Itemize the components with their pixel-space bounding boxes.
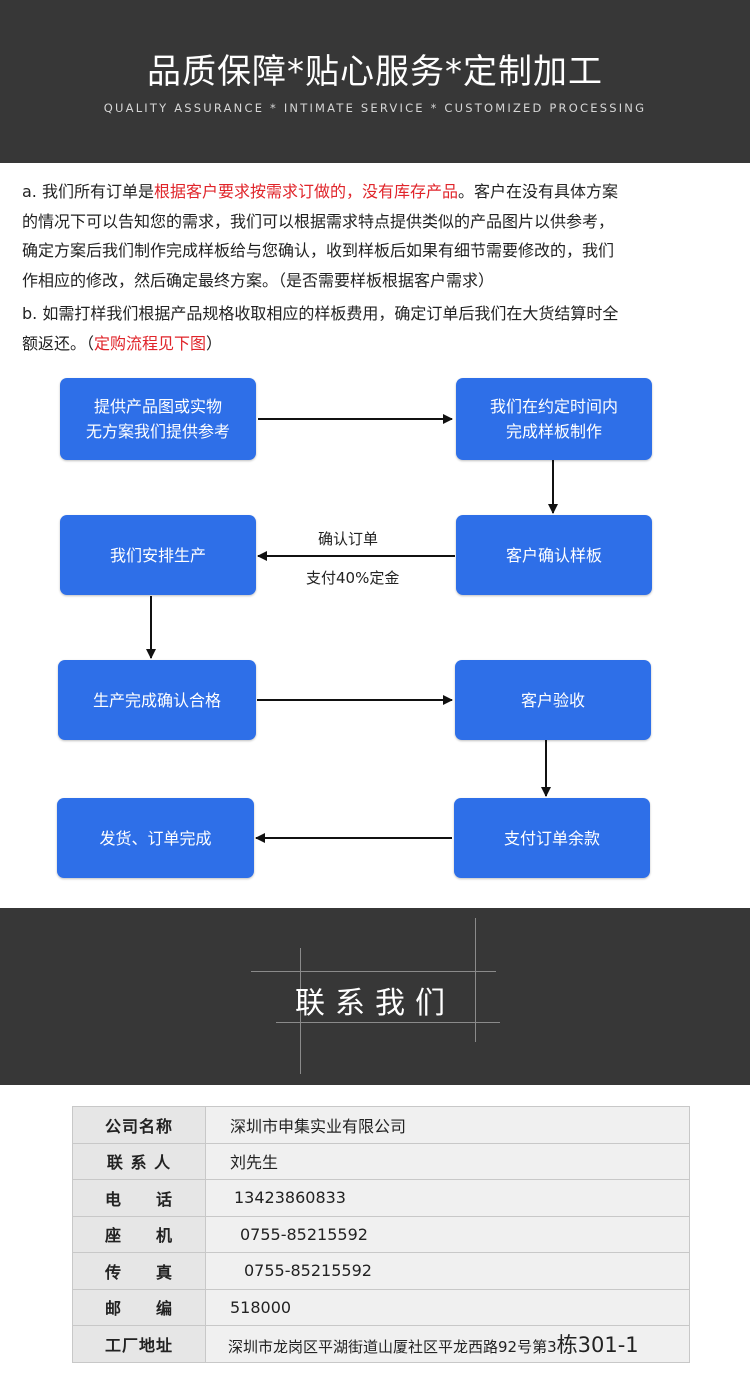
postcode-value: 518000: [205, 1288, 690, 1326]
intro-b-highlight: 定购流程见下图: [94, 333, 207, 353]
flow-step-provide-reference: 提供产品图或实物无方案我们提供参考: [60, 378, 256, 460]
flow-step-make-sample: 我们在约定时间内完成样板制作: [456, 378, 652, 460]
flow-step-arrange-production: 我们安排生产: [60, 515, 256, 595]
company-name-value: 深圳市申集实业有限公司: [205, 1106, 690, 1144]
header-banner: 品质保障*贴心服务*定制加工 QUALITY ASSURANCE * INTIM…: [0, 0, 750, 163]
step2-line2: 完成样板制作: [505, 422, 602, 441]
intro-paragraph-b: b. 如需打样我们根据产品规格收取相应的样板费用，确定订单后我们在大货结算时全 …: [22, 299, 732, 358]
table-row: 座 机 0755-85215592: [72, 1215, 690, 1253]
intro-a-line-2: 的情况下可以告知您的需求，我们可以根据需求特点提供类似的产品图片以供参考，: [22, 211, 615, 231]
step1-line2: 无方案我们提供参考: [85, 422, 230, 441]
intro-a-highlight: 根据客户要求按需求订做的，没有库存产品: [153, 182, 458, 201]
flow-label-confirm-order: 确认订单: [318, 530, 379, 548]
intro-b-line-1: b. 如需打样我们根据产品规格收取相应的样板费用，确定订单后我们在大货结算时全: [22, 304, 619, 323]
contact-person-value: 刘先生: [205, 1142, 690, 1180]
flow-step-customer-acceptance: 客户验收: [455, 660, 651, 740]
flow-step-production-qc: 生产完成确认合格: [58, 660, 256, 740]
step2-line1: 我们在约定时间内: [489, 397, 618, 416]
intro-a-line-4: 作相应的修改，然后确定最终方案。（是否需要样板根据客户需求）: [22, 270, 495, 290]
table-row: 联 系 人 刘先生: [72, 1142, 690, 1180]
table-row: 工厂地址 深圳市龙岗区平湖街道山厦社区平龙西路92号第3栋301-1: [72, 1325, 690, 1363]
contact-info-table: 公司名称 深圳市申集实业有限公司 联 系 人 刘先生 电 话 134238608…: [72, 1106, 690, 1363]
intro-b-prefix: 额返还。（: [22, 333, 95, 353]
postcode-label: 邮 编: [72, 1288, 206, 1326]
step1-line1: 提供产品图或实物: [93, 397, 222, 416]
flow-step-pay-balance: 支付订单余款: [454, 798, 650, 878]
intro-paragraph-a: a. 我们所有订单是根据客户要求按需求订做的，没有库存产品。客户在没有具体方案 …: [22, 177, 732, 295]
contact-banner: [0, 908, 750, 1085]
phone-label: 电 话: [72, 1179, 206, 1217]
factory-address-tail: 栋301-1: [556, 1332, 639, 1357]
order-flow-diagram: 提供产品图或实物无方案我们提供参考 我们在约定时间内完成样板制作 客户确认样板 …: [0, 360, 750, 900]
table-row: 公司名称 深圳市申集实业有限公司: [72, 1106, 690, 1144]
factory-address-label: 工厂地址: [72, 1325, 206, 1363]
fax-label: 传 真: [72, 1252, 206, 1290]
phone-value: 13423860833: [205, 1179, 690, 1217]
table-row: 传 真 0755-85215592: [72, 1252, 690, 1290]
intro-a-prefix: a. 我们所有订单是: [22, 182, 154, 201]
flow-step-ship-complete: 发货、订单完成: [57, 798, 254, 878]
header-title: 品质保障*贴心服务*定制加工: [147, 52, 603, 92]
intro-b-suffix: ）: [206, 333, 223, 353]
fax-value: 0755-85215592: [205, 1252, 690, 1290]
factory-address-value: 深圳市龙岗区平湖街道山厦社区平龙西路92号第3栋301-1: [205, 1325, 690, 1363]
company-name-label: 公司名称: [72, 1106, 206, 1144]
contact-title: 联系我们: [295, 986, 455, 1021]
factory-address-main: 深圳市龙岗区平湖街道山厦社区平龙西路92号第3: [228, 1337, 557, 1356]
intro-a-rest: 。客户在没有具体方案: [458, 182, 619, 201]
table-row: 电 话 13423860833: [72, 1179, 690, 1217]
contact-person-label: 联 系 人: [72, 1142, 206, 1180]
intro-a-line-3: 确定方案后我们制作完成样板给与您确认，收到样板后如果有细节需要修改的，我们: [22, 241, 615, 260]
deco-line-right: [475, 918, 476, 1042]
flow-step-confirm-sample: 客户确认样板: [456, 515, 652, 595]
intro-b-line-2: 额返还。（定购流程见下图）: [22, 329, 732, 359]
flow-arrows: [146, 414, 558, 843]
deco-line-bottom: [276, 1022, 500, 1023]
deco-line-left: [300, 948, 301, 1074]
intro-a-line-1: a. 我们所有订单是根据客户要求按需求订做的，没有库存产品。客户在没有具体方案: [22, 177, 732, 207]
table-row: 邮 编 518000: [72, 1288, 690, 1326]
deco-line-top: [251, 971, 496, 972]
header-subtitle: QUALITY ASSURANCE * INTIMATE SERVICE * C…: [103, 101, 647, 115]
flow-label-pay-deposit: 支付40%定金: [306, 569, 400, 587]
landline-label: 座 机: [72, 1215, 206, 1253]
landline-value: 0755-85215592: [205, 1215, 690, 1253]
